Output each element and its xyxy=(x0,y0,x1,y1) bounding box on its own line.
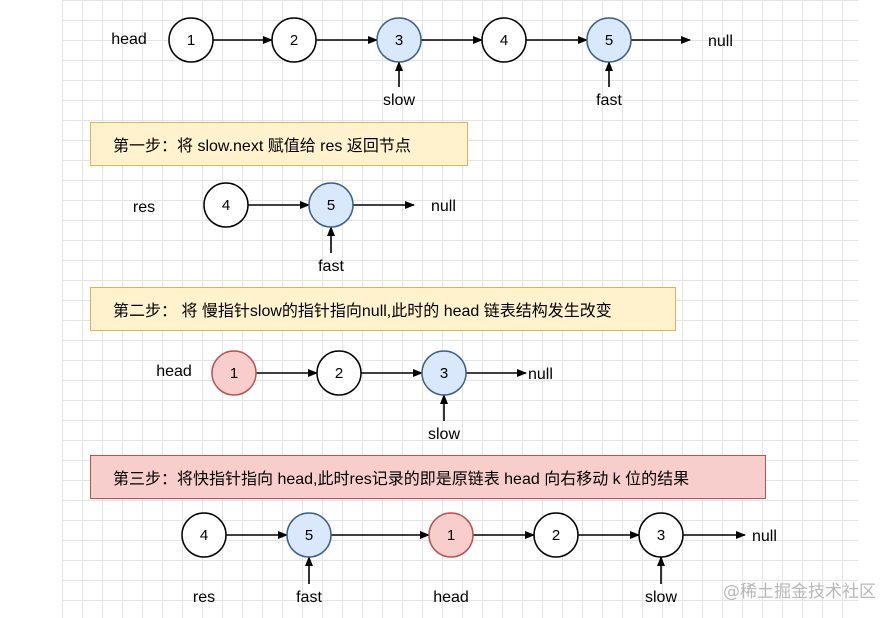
node-value: 4 xyxy=(222,197,230,214)
labels-layer: head null slow fast res null fast head null slow n… xyxy=(111,31,777,606)
watermark: @稀土掘金技术社区 xyxy=(723,582,876,602)
node-r3n3: 3 xyxy=(421,350,467,396)
node-r1n2: 2 xyxy=(271,17,317,63)
node-circle xyxy=(211,350,257,396)
label-r1-head: head xyxy=(111,31,147,48)
node-value: 5 xyxy=(605,32,613,49)
label-r2-fast: fast xyxy=(318,258,344,275)
label-r3-head: head xyxy=(156,363,192,380)
node-value: 3 xyxy=(657,527,665,544)
label-r4-slow: slow xyxy=(645,589,677,606)
label-r4-fast: fast xyxy=(296,589,322,606)
step2-box: 第二步： 将 慢指针slow的指针指向null,此时的 head 链表结构发生改… xyxy=(90,287,676,331)
node-circle xyxy=(203,182,249,228)
node-r4n3: 3 xyxy=(638,512,684,558)
node-value: 4 xyxy=(500,32,508,49)
node-circle xyxy=(316,350,362,396)
node-circle xyxy=(168,17,214,63)
node-value: 5 xyxy=(327,197,335,214)
node-r2n4: 4 xyxy=(203,182,249,228)
node-circle xyxy=(421,350,467,396)
node-value: 5 xyxy=(305,527,313,544)
edges-layer xyxy=(213,36,746,584)
node-circle xyxy=(638,512,684,558)
node-r1n5: 5 xyxy=(586,17,632,63)
node-r4n2: 2 xyxy=(533,512,579,558)
node-value: 1 xyxy=(447,527,455,544)
nodes-layer: 1 2 3 4 5 4 5 1 2 3 4 5 1 2 3 xyxy=(168,17,684,558)
node-value: 4 xyxy=(200,527,208,544)
step3-box: 第三步：将快指针指向 head,此时res记录的即是原链表 head 向右移动 … xyxy=(90,455,766,499)
label-r4-res: res xyxy=(193,589,215,606)
label-r1-fast: fast xyxy=(596,92,622,109)
node-circle xyxy=(428,512,474,558)
node-circle xyxy=(481,17,527,63)
label-r4-head: head xyxy=(433,589,469,606)
node-value: 1 xyxy=(230,365,238,382)
node-value: 3 xyxy=(440,365,448,382)
label-r2-res: res xyxy=(133,199,155,216)
node-value: 1 xyxy=(187,32,195,49)
node-r4n1: 1 xyxy=(428,512,474,558)
node-circle xyxy=(533,512,579,558)
node-r1n4: 4 xyxy=(481,17,527,63)
node-value: 2 xyxy=(552,527,560,544)
node-r4n4: 4 xyxy=(181,512,227,558)
step1-box: 第一步：将 slow.next 赋值给 res 返回节点 xyxy=(90,122,468,166)
node-r3n2: 2 xyxy=(316,350,362,396)
label-r1-null: null xyxy=(708,33,733,50)
node-r4n5: 5 xyxy=(286,512,332,558)
node-r1n1: 1 xyxy=(168,17,214,63)
node-value: 2 xyxy=(290,32,298,49)
label-r4-null: null xyxy=(752,528,777,545)
node-circle xyxy=(286,512,332,558)
node-circle xyxy=(308,182,354,228)
label-r2-null: null xyxy=(431,198,456,215)
node-value: 2 xyxy=(335,365,343,382)
label-r3-null: null xyxy=(528,366,553,383)
node-circle xyxy=(181,512,227,558)
node-circle xyxy=(376,17,422,63)
node-value: 3 xyxy=(395,32,403,49)
node-circle xyxy=(271,17,317,63)
node-r1n3: 3 xyxy=(376,17,422,63)
label-r3-slow: slow xyxy=(428,426,460,443)
node-circle xyxy=(586,17,632,63)
node-r2n5: 5 xyxy=(308,182,354,228)
label-r1-slow: slow xyxy=(383,92,415,109)
node-r3n1: 1 xyxy=(211,350,257,396)
